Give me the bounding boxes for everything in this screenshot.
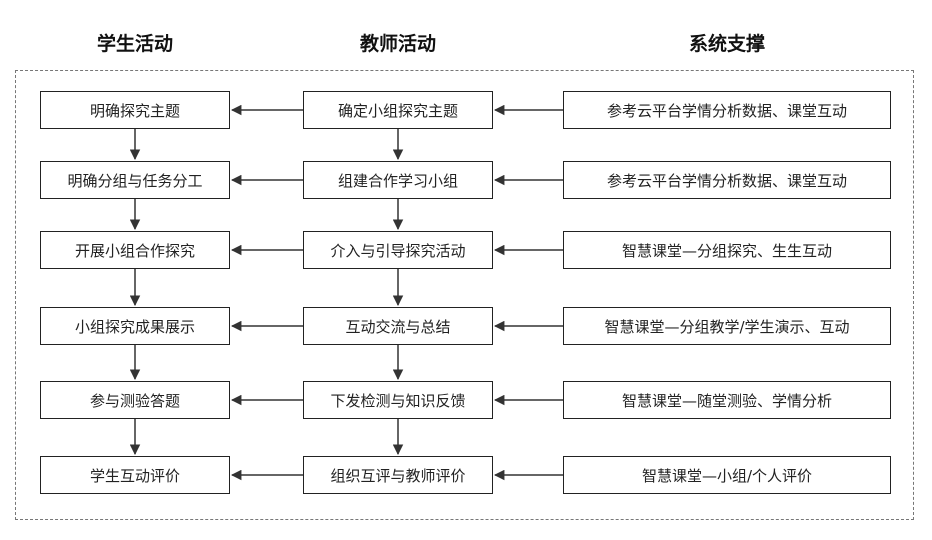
header-teacher: 教师活动 <box>359 33 436 55</box>
system-support-1: 参考云平台学情分析数据、课堂互动 <box>563 91 891 129</box>
system-support-5: 智慧课堂—随堂测验、学情分析 <box>563 381 891 419</box>
system-support-6: 智慧课堂—小组/个人评价 <box>563 456 891 494</box>
teacher-step-2: 组建合作学习小组 <box>303 161 493 199</box>
student-step-3: 开展小组合作探究 <box>40 231 230 269</box>
diagram-frame <box>15 70 914 520</box>
student-step-1: 明确探究主题 <box>40 91 230 129</box>
system-support-3: 智慧课堂—分组探究、生生互动 <box>563 231 891 269</box>
student-step-5: 参与测验答题 <box>40 381 230 419</box>
teacher-step-3: 介入与引导探究活动 <box>303 231 493 269</box>
teacher-step-6: 组织互评与教师评价 <box>303 456 493 494</box>
student-step-4: 小组探究成果展示 <box>40 307 230 345</box>
teacher-step-1: 确定小组探究主题 <box>303 91 493 129</box>
student-step-6: 学生互动评价 <box>40 456 230 494</box>
student-step-2: 明确分组与任务分工 <box>40 161 230 199</box>
system-support-4: 智慧课堂—分组教学/学生演示、互动 <box>563 307 891 345</box>
teacher-step-4: 互动交流与总结 <box>303 307 493 345</box>
teacher-step-5: 下发检测与知识反馈 <box>303 381 493 419</box>
header-student: 学生活动 <box>96 33 173 55</box>
header-system: 系统支撑 <box>688 33 765 55</box>
system-support-2: 参考云平台学情分析数据、课堂互动 <box>563 161 891 199</box>
